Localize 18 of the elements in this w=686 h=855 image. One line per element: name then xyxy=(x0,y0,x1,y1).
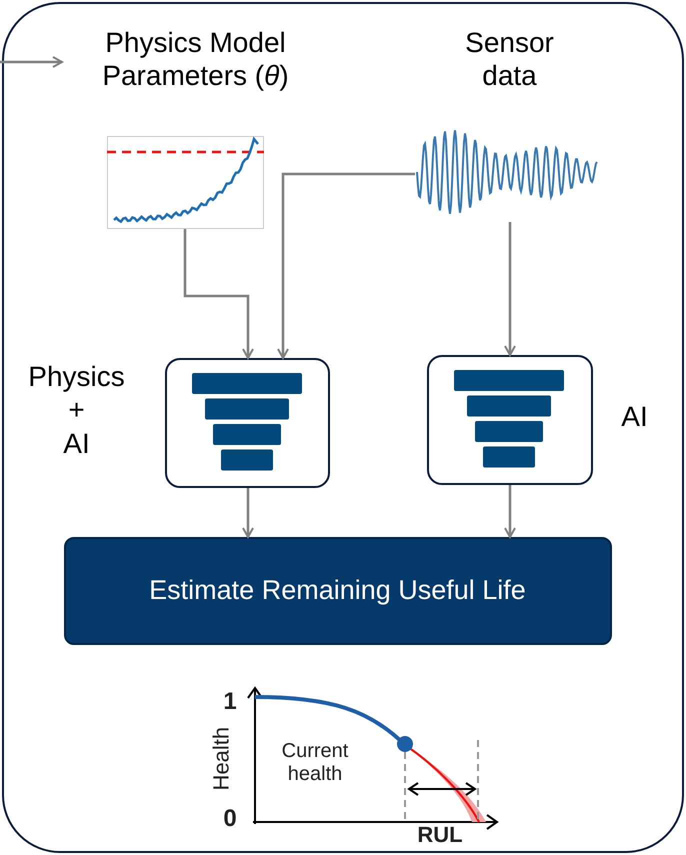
model-type-label: Physics + AI xyxy=(27,360,126,460)
process-box xyxy=(64,536,612,644)
arrow xyxy=(504,485,516,538)
annotation-text: Current health xyxy=(280,740,350,786)
axis-title: RUL xyxy=(416,822,464,848)
axis-tick-label: 1 xyxy=(222,688,238,716)
process-label: Estimate Remaining Useful Life xyxy=(149,574,526,607)
axis-tick-label: 0 xyxy=(222,805,238,833)
arrow xyxy=(242,488,254,538)
arrow xyxy=(0,56,63,68)
heading-label: Physics Model Parameters (θ) xyxy=(101,26,290,93)
model-type-label: AI xyxy=(620,400,649,434)
arrow xyxy=(277,172,415,359)
arrow xyxy=(184,229,254,359)
heading-label: Sensor data xyxy=(464,26,555,93)
arrow xyxy=(504,222,516,356)
axis-title: Health xyxy=(208,726,234,792)
degradation-plot xyxy=(106,136,264,228)
